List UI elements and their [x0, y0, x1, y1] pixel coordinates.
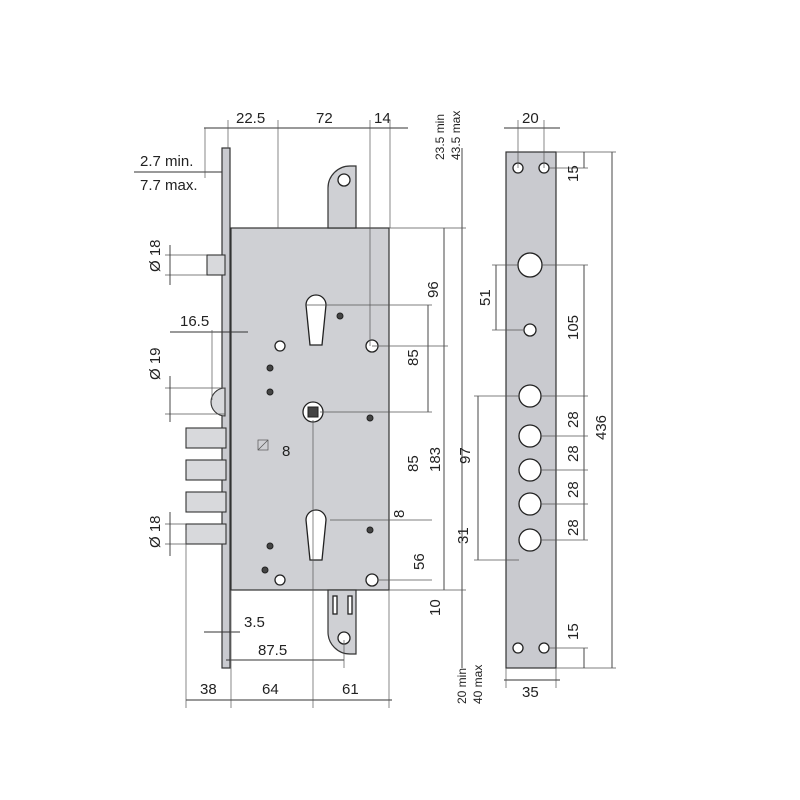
small-hole-3 [366, 414, 374, 422]
small-hole-7 [336, 312, 344, 320]
deadbolt-3 [185, 491, 227, 513]
dim-96: 96 [425, 281, 442, 298]
top-tab-screw [337, 173, 351, 187]
lock-body-group [185, 147, 390, 669]
dim-dia-18-top: Ø 18 [147, 239, 164, 272]
plate-dim-28-b: 28 [565, 445, 582, 462]
dim-22-5: 22.5 [236, 110, 265, 127]
top-bolt [206, 254, 226, 276]
plate-dim-51: 51 [477, 289, 494, 306]
small-hole-6 [366, 526, 374, 534]
dim-3-5: 3.5 [244, 614, 265, 631]
plate-dim-105: 105 [565, 315, 582, 340]
small-hole-4 [266, 542, 274, 550]
dim-14: 14 [374, 110, 391, 127]
plate-dim-15-bottom: 15 [565, 623, 582, 640]
plate-bolt-hole-5 [518, 528, 542, 552]
fixing-hole-3 [365, 573, 379, 587]
plate-dim-28-c: 28 [565, 481, 582, 498]
plate-dim-20: 20 [522, 110, 539, 127]
follower-square [307, 406, 319, 418]
small-hole-5 [261, 566, 269, 574]
plate-bolt-hole-3 [518, 458, 542, 482]
front-faceplate [505, 151, 557, 669]
dim-dia-18-bottom: Ø 18 [147, 515, 164, 548]
plate-bolt-hole-4 [518, 492, 542, 516]
plate-bolt-hole-2 [518, 424, 542, 448]
dim-offset-max: 7.7 max. [140, 177, 198, 194]
bottom-tab-slot-2 [347, 595, 353, 615]
dim-8-small: 8 [391, 510, 408, 518]
dim-38: 38 [200, 681, 217, 698]
plate-screw-bottom-right [538, 642, 550, 654]
dim-61: 61 [342, 681, 359, 698]
dimension-labels: 22.5 72 14 2.7 min. 7.7 max. Ø 18 16.5 Ø… [140, 110, 610, 704]
dim-97: 97 [457, 447, 474, 464]
plate-screw-bottom-left [512, 642, 524, 654]
dim-23-5-min: 23.5 min [433, 114, 447, 160]
fixing-hole-2 [274, 340, 286, 352]
dim-87-5: 87.5 [258, 642, 287, 659]
dim-20-min: 20 min [455, 668, 469, 704]
plate-dim-436: 436 [593, 415, 610, 440]
dim-31: 31 [455, 527, 472, 544]
latch-bolt [210, 387, 226, 417]
dim-40-max: 40 max [471, 665, 485, 704]
deadbolt-1 [185, 427, 227, 449]
upper-cylinder-hole [305, 294, 327, 346]
lower-cylinder-hole [305, 509, 327, 561]
dim-16-5: 16.5 [180, 313, 209, 330]
plate-dim-28-a: 28 [565, 411, 582, 428]
front-view-dimension-lines [474, 120, 616, 688]
side-view-dimension-lines [134, 120, 466, 708]
plate-bolt-hole-1 [518, 384, 542, 408]
plate-dim-35: 35 [522, 684, 539, 701]
dim-183: 183 [427, 447, 444, 472]
dim-56: 56 [411, 553, 428, 570]
fixing-hole-4 [274, 574, 286, 586]
deadbolt-2 [185, 459, 227, 481]
dim-10: 10 [427, 599, 444, 616]
bottom-tab-slot-1 [332, 595, 338, 615]
small-hole-2 [266, 388, 274, 396]
deadbolt-4 [185, 523, 227, 545]
dim-85-upper: 85 [405, 349, 422, 366]
dim-dia-19: Ø 19 [147, 347, 164, 380]
dim-64: 64 [262, 681, 279, 698]
plate-dim-28-d: 28 [565, 519, 582, 536]
dim-offset-min: 2.7 min. [140, 153, 193, 170]
plate-dim-15-top: 15 [565, 165, 582, 182]
small-hole-1 [266, 364, 274, 372]
plate-latch-hole [517, 252, 543, 278]
dim-72: 72 [316, 110, 333, 127]
faceplate-front-view [505, 151, 557, 669]
dim-85-lower: 85 [405, 455, 422, 472]
dim-square-8: 8 [282, 443, 290, 460]
dim-43-5-max: 43.5 max [449, 111, 463, 160]
plate-small-hole [523, 323, 537, 337]
